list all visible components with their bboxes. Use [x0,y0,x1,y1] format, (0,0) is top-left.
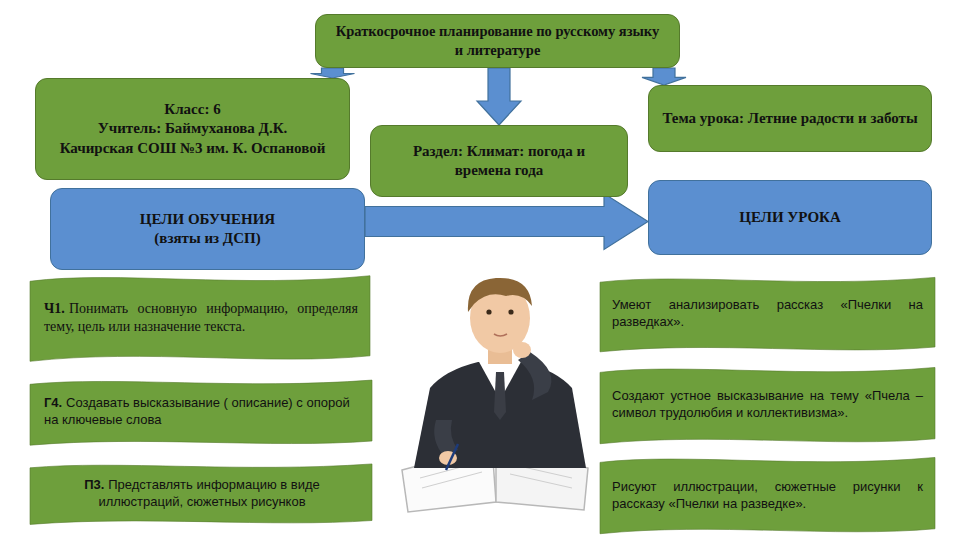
objective-banner: Г4.Создавать высказывание ( описание) с … [30,378,372,448]
objective-code: П3. [84,477,104,492]
text-wrap: Г4.Создавать высказывание ( описание) с … [30,381,372,445]
node-text: Представлять информацию в виде иллюстрац… [98,477,319,509]
text-wrap: Ч1.Понимать основную информацию, определ… [30,286,370,352]
text-wrap: П3.Представлять информацию в виде иллюст… [30,465,372,525]
goal-banner: Создают устное высказывание на тему «Пче… [600,365,935,447]
goal-banner: Рисуют иллюстрации, сюжетные рисунки к р… [600,455,935,537]
topic-box: Тема урока: Летние радости и заботы [648,85,932,152]
text-wrap: ЦЕЛИ ОБУЧЕНИЯ (взяты из ДСП) [108,204,308,255]
node-text: Понимать основную информацию, определяя … [44,301,358,334]
node-text: Умеют анализировать рассказ «Пчелки на р… [612,297,923,329]
goals-header: ЦЕЛИ ОБУЧЕНИЯ (взяты из ДСП) [50,188,365,270]
node-text: Учитель: Баймуханова Д.К. [50,119,335,139]
section-box: Раздел: Климат: погода и времена года [370,125,628,197]
banner-outline [30,380,372,445]
objective-banner: Ч1.Понимать основную информацию, определ… [30,273,370,365]
banner-outline [600,457,935,533]
text-wrap: Умеют анализировать рассказ «Пчелки на р… [600,283,935,347]
connector-arrow [642,68,686,85]
connector-arrow [477,68,521,125]
goal-banner: Умеют анализировать рассказ «Пчелки на р… [600,275,935,355]
node-text: Тема урока: Летние радости и заботы [662,110,917,126]
text-wrap: Тема урока: Летние радости и заботы [649,103,931,135]
node-text: Краткосрочное планирование по русскому я… [336,23,660,58]
objective-banner: П3.Представлять информацию в виде иллюст… [30,462,372,527]
node-text: Класс: 6 [50,100,335,120]
text-wrap: Раздел: Климат: погода и времена года [371,136,627,187]
text-wrap: Краткосрочное планирование по русскому я… [316,17,679,65]
node-text: Качирская СОШ №3 им. К. Оспановой [50,139,335,159]
connector-arrow [311,68,355,78]
banner-outline [600,277,935,351]
node-text: ЦЕЛИ УРОКА [739,209,841,225]
text-wrap: Рисуют иллюстрации, сюжетные рисунки к р… [600,465,935,527]
node-text: Создают устное высказывание на тему «Пче… [612,388,923,420]
text-wrap: ЦЕЛИ УРОКА [649,202,931,234]
text-wrap: Класс: 6Учитель: Баймуханова Д.К.Качирск… [36,94,349,165]
banner-outline [600,367,935,443]
banner-outline [30,276,370,362]
node-text: Раздел: Климат: погода и времена года [413,143,585,179]
info-box: Класс: 6Учитель: Баймуханова Д.К.Качирск… [35,78,350,180]
node-text: ЦЕЛИ ОБУЧЕНИЯ (взяты из ДСП) [140,211,275,247]
objective-code: Ч1. [44,301,65,316]
objective-code: Г4. [44,395,62,410]
node-text: Создавать высказывание ( описание) с опо… [44,395,350,427]
text-wrap: Создают устное высказывание на тему «Пче… [600,374,935,438]
node-text: Рисуют иллюстрации, сюжетные рисунки к р… [612,479,923,511]
connector-arrow [365,194,648,250]
banner-outline [30,464,372,524]
title-box: Краткосрочное планирование по русскому я… [315,14,680,68]
lesson-goals-header: ЦЕЛИ УРОКА [648,180,932,255]
